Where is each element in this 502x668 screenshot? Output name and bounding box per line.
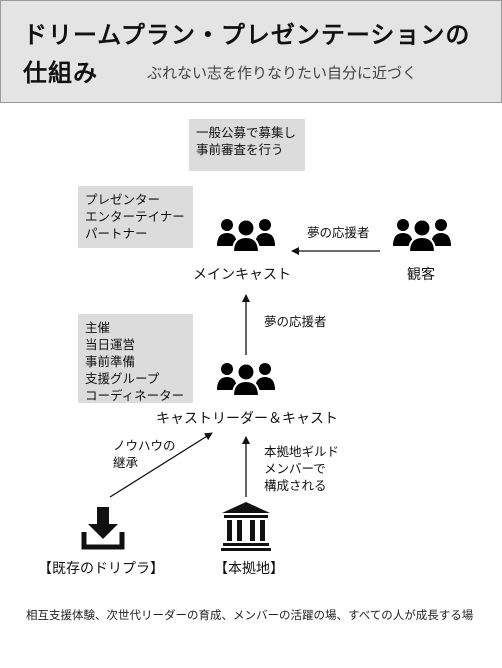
main-cast-label: メインキャスト [193,267,291,283]
organizer-role-item: 当日運営 [85,337,136,352]
edge-label-line: メンバーで [264,461,326,476]
cast-role-item: プレゼンター [85,192,161,207]
recruit-line: 一般公募で募集し [196,125,297,140]
cast-role-item: パートナー [85,226,148,241]
cast-leader-label: キャストリーダー＆キャスト [156,411,338,427]
edge-label-hq: 本拠地ギルド メンバーで 構成される [264,443,339,494]
edge-label-line: 継承 [113,455,139,470]
page-title: ドリームプラン・プレゼンテーションの [23,21,471,49]
edge-label-line: 本拠地ギルド [264,444,340,459]
footer-text: 相互支援体験、次世代リーダーの育成、メンバーの活躍の場、すべての人が成長する場 [26,608,474,622]
organizer-roles-box: 主催 当日運営 事前準備 支援グループ コーディネーター [78,314,193,403]
edge-label-existing: ノウハウの 継承 [113,437,176,471]
audience-people-icon [393,219,451,253]
recruit-box: 一般公募で募集し 事前審査を行う [189,119,305,171]
recruit-line: 事前審査を行う [196,142,284,157]
organizer-role-item: 事前準備 [85,354,136,369]
edge-label-audience: 夢の応援者 [307,225,370,240]
cast-role-item: エンターテイナー [85,209,185,224]
bank-icon [221,502,271,551]
page-title-line2: 仕組み [23,59,98,87]
edge-label-leader: 夢の応援者 [264,314,327,329]
page-subtitle: ぶれない志を作りなりたい自分に近づく [147,64,418,82]
organizer-role-item: 主催 [85,320,111,335]
edge-label-line: ノウハウの [113,438,176,453]
organizer-role-item: コーディネーター [85,388,185,403]
download-icon [81,507,125,550]
main-cast-people-icon [217,219,275,253]
edge-label-line: 構成される [264,478,327,493]
header: ドリームプラン・プレゼンテーションの 仕組み ぶれない志を作りなりたい自分に近づ… [0,0,502,103]
existing-dp-label: 【既存のドリプラ】 [38,561,164,577]
audience-label: 観客 [407,267,435,283]
arrow-existing-to-leader [109,432,213,498]
headquarters-label: 【本拠地】 [214,561,284,577]
cast-roles-box: プレゼンター エンターテイナー パートナー [78,186,193,248]
organizer-role-item: 支援グループ [85,371,160,386]
cast-leader-people-icon [217,363,275,397]
